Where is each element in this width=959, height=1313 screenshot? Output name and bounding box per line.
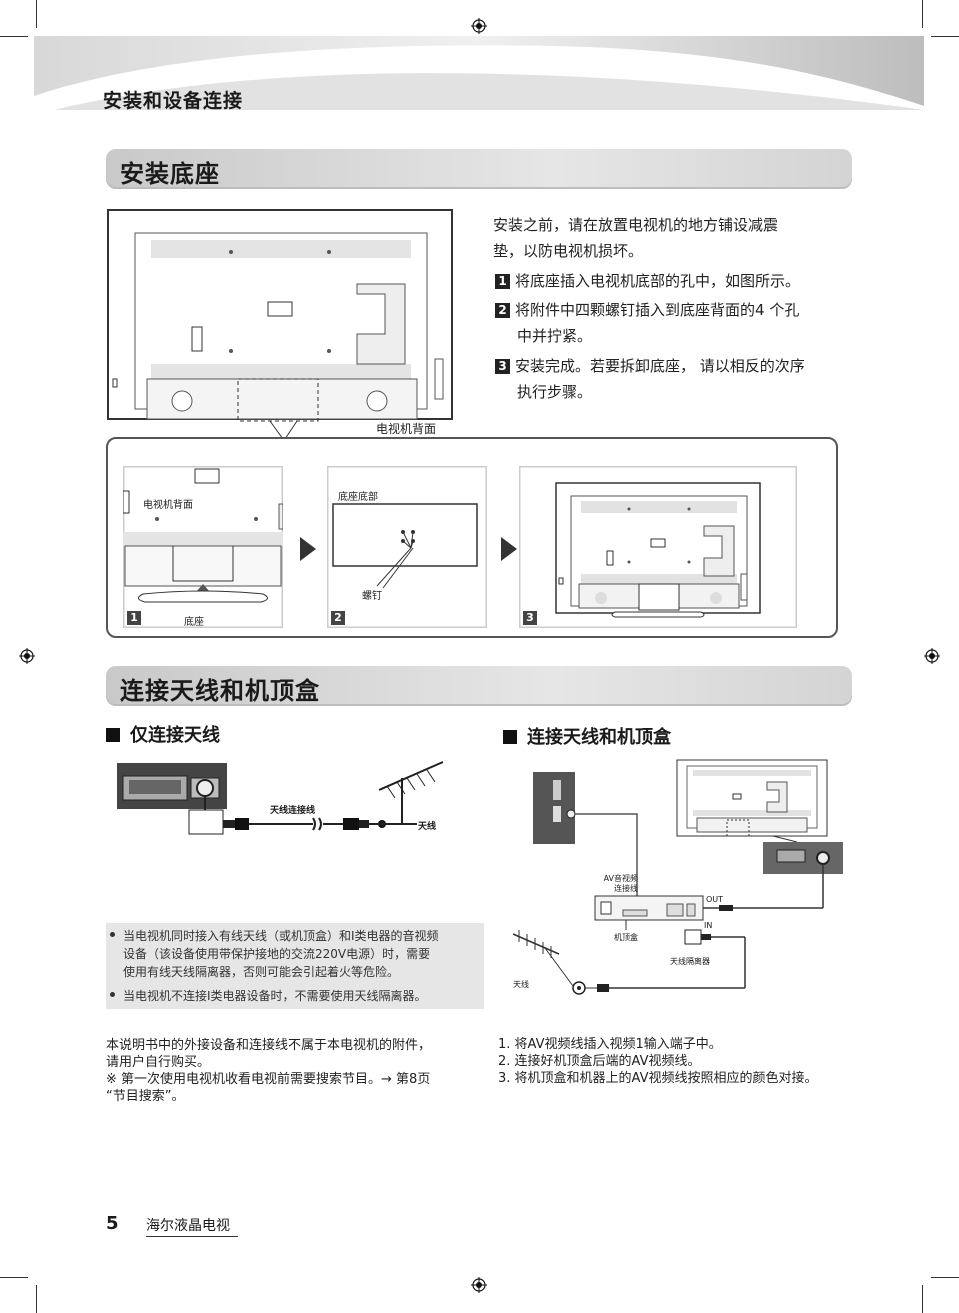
panel2-bottom-label: 底座底部 [338,492,378,503]
av-cable-label: AV音视频 连接线 [598,874,638,894]
section-bar [106,666,852,706]
panel1-back-label: 电视机背面 [143,500,193,511]
page-number: 5 [106,1213,119,1234]
note-line: 设备（该设备使用带保护接地的交流220V电源）时，需要 [123,947,431,961]
panel-number: 1 [127,611,141,625]
accessories-note: 本说明书中的外接设备和连接线不属于本电视机的附件， 请用户自行购买。 ※ 第一次… [106,1037,486,1105]
warning-note-box [106,923,484,1009]
chapter-title: 安装和设备连接 [103,90,244,112]
note-line: 本说明书中的外接设备和连接线不属于本电视机的附件， [106,1038,432,1053]
panel-number: 2 [331,611,345,625]
crop-mark [922,0,923,28]
step-line: 1. 将AV视频线插入视频1输入端子中。 [498,1037,722,1052]
crop-mark [0,1277,28,1278]
tv-back-diagram [107,209,453,439]
stand-step: 2 将附件中四颗螺钉插入到底座背面的4 个孔 中并拧紧。 [495,297,855,349]
step-number: 3 [495,359,510,374]
stand-step: 1 将底座插入电视机底部的孔中，如图所示。 [495,268,855,294]
panel1-stand-label: 底座 [184,617,204,628]
antenna-stb-diagram [512,759,843,995]
square-bullet-icon [106,728,120,742]
stand-intro: 安装之前，请在放置电视机的地方铺设减震 垫，以防电视机损坏。 [493,212,853,264]
crop-mark [36,1285,37,1313]
crop-mark [931,36,959,37]
crop-mark [922,1285,923,1313]
heading-text: 连接天线和机顶盒 [527,727,671,748]
in-label: IN [704,921,713,930]
section-title-stand: 安装底座 [120,160,220,188]
note-line: ※ 第一次使用电视机收看电视前需要搜索节目。→ 第8页 [106,1072,431,1087]
step-text: 将附件中四颗螺钉插入到底座背面的4 个孔 [515,301,800,319]
isolator-label: 天线隔离器 [670,957,710,966]
heading-text: 仅连接天线 [130,725,220,746]
tv-back-caption: 电视机背面 [376,422,437,436]
step2-diagram [327,466,487,628]
note-line: “节目搜索”。 [106,1089,185,1104]
step-text: 将底座插入电视机底部的孔中，如图所示。 [515,272,801,290]
crop-mark [0,36,28,37]
bullet-icon [110,992,115,997]
crop-mark [36,0,37,28]
connection-steps: 1. 将AV视频线插入视频1输入端子中。 2. 连接好机顶盒后端的AV视频线。 … [498,1036,858,1087]
step3-diagram [519,466,797,628]
antenna-only-heading: 仅连接天线 [106,721,220,747]
antenna-label: 天线 [418,822,437,832]
intro-line: 安装之前，请在放置电视机的地方铺设减震 [493,216,779,234]
note-line: 当电视机不连接I类电器设备时，不需要使用天线隔离器。 [123,989,427,1003]
warning-note: 当电视机同时接入有线天线（或机顶盒）和I类电器的音视频 设备（该设备使用带保护接… [110,927,482,981]
panel2-screw-label: 螺钉 [362,591,382,602]
square-bullet-icon [503,730,517,744]
step-line: 3. 将机顶盒和机器上的AV视频线按照相应的颜色对接。 [498,1071,818,1086]
registration-mark-icon [924,648,940,664]
step1-diagram [123,466,283,628]
out-label: OUT [706,895,724,904]
intro-line: 垫，以防电视机损坏。 [493,242,644,260]
note-line: 使用有线天线隔离器，否则可能会引起着火等危险。 [123,965,400,979]
bullet-icon [110,932,115,937]
step-number: 1 [495,274,510,289]
stand-step: 3 安装完成。若要拆卸底座， 请以相反的次序 执行步骤。 [495,353,855,405]
panel-number: 3 [523,611,537,625]
registration-mark-icon [471,18,487,34]
step-text: 执行步骤。 [517,383,593,401]
arrow-right-icon [501,537,517,561]
stand-steps-frame [106,437,838,638]
step-text: 中并拧紧。 [517,327,593,345]
antenna-label: 天线 [513,980,529,989]
antenna-only-diagram [117,761,444,835]
footer-brand: 海尔液晶电视 [146,1218,230,1234]
stb-label: 机顶盒 [614,933,638,942]
crop-mark [931,1277,959,1278]
label-line: AV音视频 [603,874,638,883]
step-text: 安装完成。若要拆卸底座， 请以相反的次序 [515,357,805,375]
note-line: 当电视机同时接入有线天线（或机顶盒）和I类电器的音视频 [123,929,439,943]
label-line: 连接线 [614,884,638,893]
antenna-cable-label: 天线连接线 [270,806,316,816]
section-title-connect: 连接天线和机顶盒 [120,677,320,705]
step-number: 2 [495,303,510,318]
antenna-stb-heading: 连接天线和机顶盒 [503,723,671,749]
arrow-right-icon [300,537,316,561]
registration-mark-icon [471,1277,487,1293]
section-bar [106,149,852,189]
footer-rule [146,1236,238,1237]
registration-mark-icon [19,648,35,664]
note-line: 请用户自行购买。 [106,1055,211,1070]
step-line: 2. 连接好机顶盒后端的AV视频线。 [498,1054,701,1069]
warning-note: 当电视机不连接I类电器设备时，不需要使用天线隔离器。 [110,987,482,1005]
header-decoration [34,36,924,110]
